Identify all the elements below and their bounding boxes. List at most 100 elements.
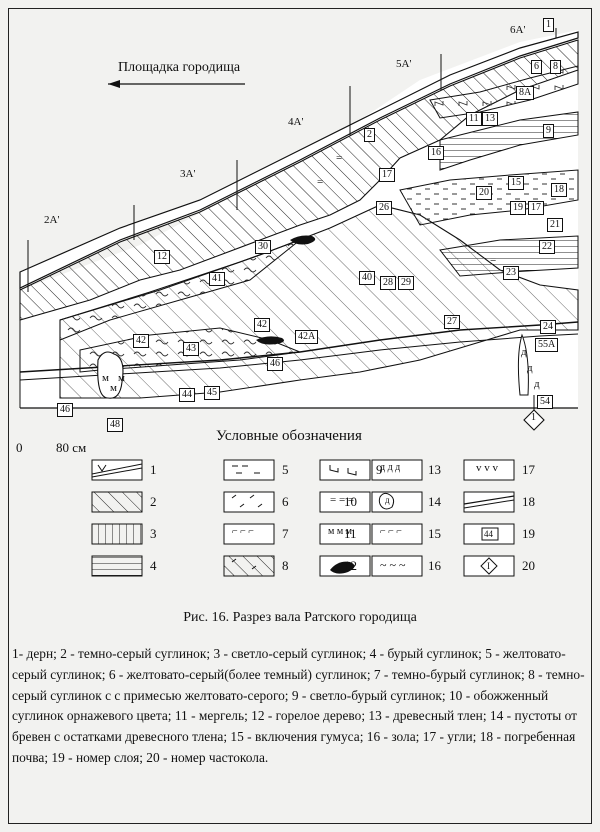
legend-symbol-9: [319, 459, 371, 481]
layer-number: 13: [482, 112, 498, 126]
legend-symbol-19: [463, 523, 515, 545]
legend-number-6: 6: [282, 494, 289, 509]
layer-number: 27: [444, 315, 460, 329]
profile-label-3a: 3А': [180, 168, 196, 180]
legend-symbol-10-text: = = =: [330, 494, 355, 506]
layer-number: 23: [503, 266, 519, 280]
layer-number: 15: [508, 176, 524, 190]
legend-symbol-7-text: ⌐ ⌐ ⌐: [232, 526, 254, 537]
legend-symbol-17-text: v v v: [476, 462, 498, 474]
legend-symbol-13: [371, 459, 423, 481]
legend-symbol-15-text: ⌐ ⌐ ⌐: [380, 526, 402, 537]
layer-number: 40: [359, 271, 375, 285]
legend-number-17: 17: [522, 462, 535, 477]
legend-symbol-11: [319, 523, 371, 545]
layer-number: 42: [133, 334, 149, 348]
profile-label-4a: 4А': [288, 116, 304, 128]
site-area-label: Площадка городища: [118, 60, 241, 75]
layer-number: 17: [528, 201, 544, 215]
legend-symbol-17: [463, 459, 515, 481]
legend-number-4: 4: [150, 558, 157, 573]
legend-symbol-20-text: I: [487, 561, 490, 571]
legend-symbol-20: [463, 555, 515, 577]
layer-number: 26: [376, 201, 392, 215]
section-symbol: д: [521, 346, 527, 358]
profile-label-6a: 6А': [510, 24, 526, 36]
legend-symbol-16: [371, 555, 423, 577]
layer-number: 2: [364, 128, 375, 142]
legend-symbol-18: [463, 491, 515, 513]
legend-number-2: 2: [150, 494, 157, 509]
legend-symbol-6: [223, 491, 275, 513]
layer-number: 8А: [516, 86, 535, 100]
legend-symbol-15: [371, 523, 423, 545]
legend-symbol-11-text: м м м: [328, 526, 352, 537]
legend-number-3: 3: [150, 526, 157, 541]
rampart-section-drawing: [19, 28, 579, 431]
layer-number: 19: [510, 201, 526, 215]
layer-number: 48: [107, 418, 123, 432]
figure-caption: Рис. 16. Разрез вала Ратского городища: [183, 610, 417, 625]
palisade-number: 1: [531, 412, 536, 423]
layer-number: 8: [550, 60, 561, 74]
page-frame: [8, 8, 592, 824]
legend-number-16: 16: [428, 558, 441, 573]
layer-number: 46: [57, 403, 73, 417]
legend-symbol-19-text: 44: [484, 529, 493, 539]
legend-number-14: 14: [428, 494, 441, 509]
legend-number-20: 20: [522, 558, 535, 573]
legend-number-7: 7: [282, 526, 289, 541]
legend-description: 1- дерн; 2 - темно-серый суглинок; 3 - с…: [12, 646, 585, 765]
legend-number-8: 8: [282, 558, 289, 573]
legend-number-5: 5: [282, 462, 289, 477]
legend-symbol-12: [319, 555, 371, 577]
legend-symbol-16-text: ~ ~ ~: [380, 558, 406, 572]
layer-number: 12: [154, 250, 170, 264]
section-symbol: д: [527, 362, 533, 374]
legend-symbols: [91, 459, 515, 577]
legend-symbol-13-text: д д д: [380, 462, 401, 473]
legend-number-1: 1: [150, 462, 157, 477]
layer-number: 28: [380, 276, 396, 290]
layer-number: 21: [547, 218, 563, 232]
legend-number-9: 9: [376, 462, 383, 477]
layer-number: 22: [539, 240, 555, 254]
legend-number-19: 19: [522, 526, 535, 541]
layer-number: 42: [254, 318, 270, 332]
section-symbol: =: [336, 152, 343, 164]
legend-symbol-5: [223, 459, 275, 481]
layer-number: 55А: [535, 338, 559, 352]
legend-title: Условные обозначения: [216, 428, 362, 444]
legend-symbol-3: [91, 523, 143, 545]
layer-number: 1: [543, 18, 554, 32]
legend-symbol-10: [319, 491, 371, 513]
layer-number: 43: [183, 342, 199, 356]
legend-number-18: 18: [522, 494, 535, 509]
scale-value: 80 см: [56, 440, 87, 455]
legend-number-12: 12: [344, 558, 357, 573]
section-symbol: м: [102, 372, 109, 384]
layer-number: 11: [466, 112, 482, 126]
layer-number: 44: [179, 388, 195, 402]
legend-number-11: 11: [344, 526, 357, 541]
section-symbol: =: [317, 176, 324, 188]
layer-number: 29: [398, 276, 414, 290]
legend-symbol-1: [91, 459, 143, 481]
legend-number-13: 13: [428, 462, 441, 477]
layer-number: 45: [204, 386, 220, 400]
layer-number: 42А: [295, 330, 319, 344]
legend-number-10: 10: [344, 494, 357, 509]
profile-label-2a: 2А': [44, 214, 60, 226]
layer-number: 20: [476, 186, 492, 200]
layer-number: 30: [255, 240, 271, 254]
legend-symbol-14-text: д: [385, 495, 390, 505]
section-symbol: м: [118, 372, 125, 384]
scale-zero: 0: [16, 440, 23, 455]
layer-number: 46: [267, 357, 283, 371]
layer-number: 54: [537, 395, 553, 409]
section-symbol: =: [490, 254, 497, 266]
legend-symbol-2: [91, 491, 143, 513]
section-symbol: м: [110, 382, 117, 394]
layer-number: 17: [379, 168, 395, 182]
